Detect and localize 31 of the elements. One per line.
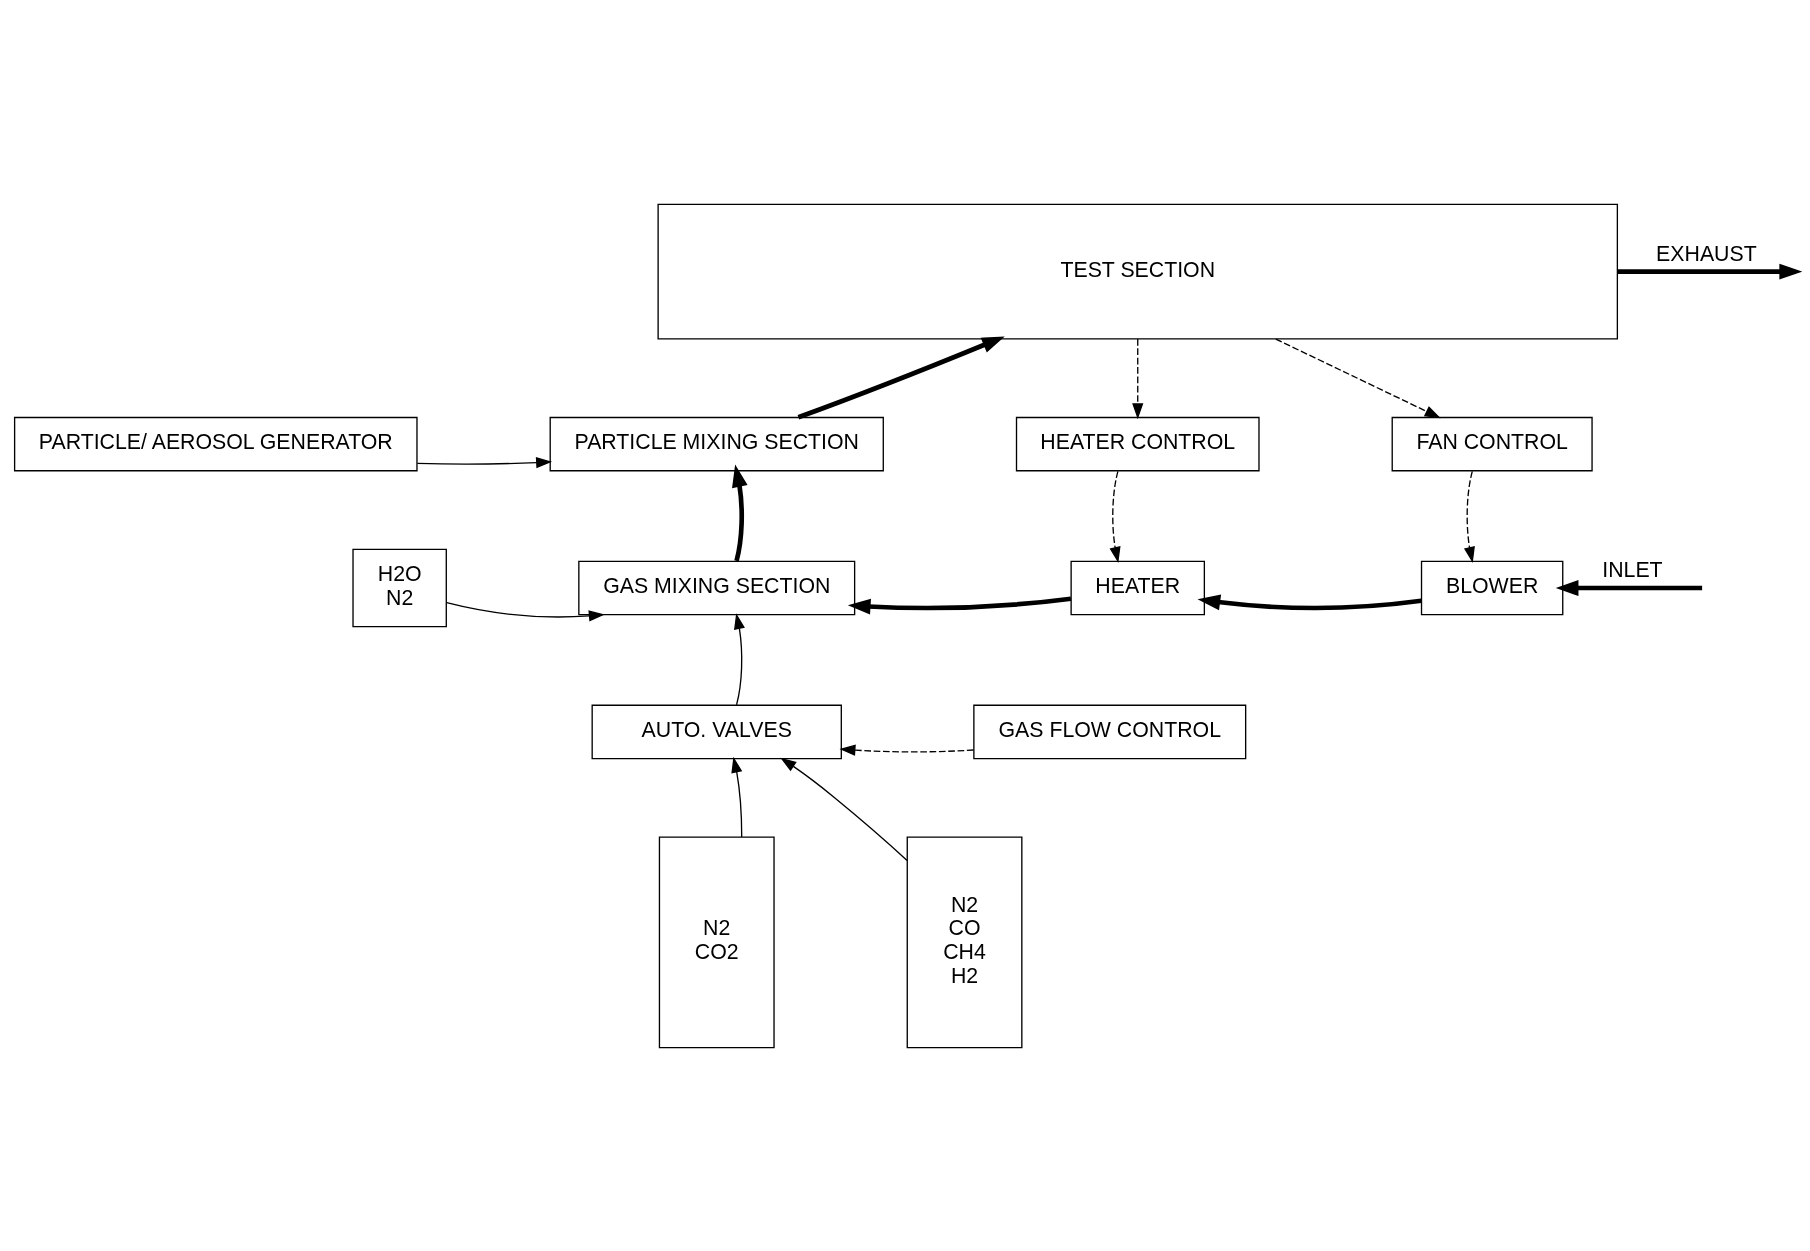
node-box: HEATER	[1069, 560, 1205, 615]
node-box: FAN CONTROL	[1391, 416, 1593, 471]
arrow	[733, 612, 745, 705]
arrow	[1617, 263, 1802, 280]
node-box: GAS FLOW CONTROL	[972, 704, 1246, 759]
node-box: PARTICLE MIXING SECTION	[549, 416, 884, 471]
arrow	[1109, 470, 1121, 563]
arrow	[730, 756, 742, 838]
arrow	[416, 456, 552, 468]
arrow	[847, 595, 1071, 614]
arrow	[1131, 337, 1143, 419]
arrow	[779, 757, 908, 861]
node-box: AUTO. VALVES	[591, 704, 842, 759]
arrow	[1463, 470, 1475, 563]
edge-label: INLET	[1601, 557, 1663, 582]
node-box: HEATER CONTROL	[1015, 416, 1260, 471]
node-box: H2O N2	[351, 548, 447, 627]
arrow	[1274, 337, 1441, 418]
edge-label: EXHAUST	[1655, 241, 1757, 266]
node-box: PARTICLE/ AEROSOL GENERATOR	[13, 416, 418, 471]
node-box: TEST SECTION	[656, 203, 1618, 340]
arrow	[731, 463, 748, 561]
node-box: GAS MIXING SECTION	[577, 560, 855, 615]
arrow	[1197, 593, 1422, 610]
arrow	[838, 744, 974, 756]
arrow	[1555, 579, 1702, 596]
node-box: BLOWER	[1420, 560, 1563, 615]
arrow	[445, 601, 605, 621]
arrow	[797, 335, 1005, 419]
node-box: N2 CO CH4 H2	[906, 836, 1022, 1048]
node-box: N2 CO2	[658, 836, 775, 1048]
